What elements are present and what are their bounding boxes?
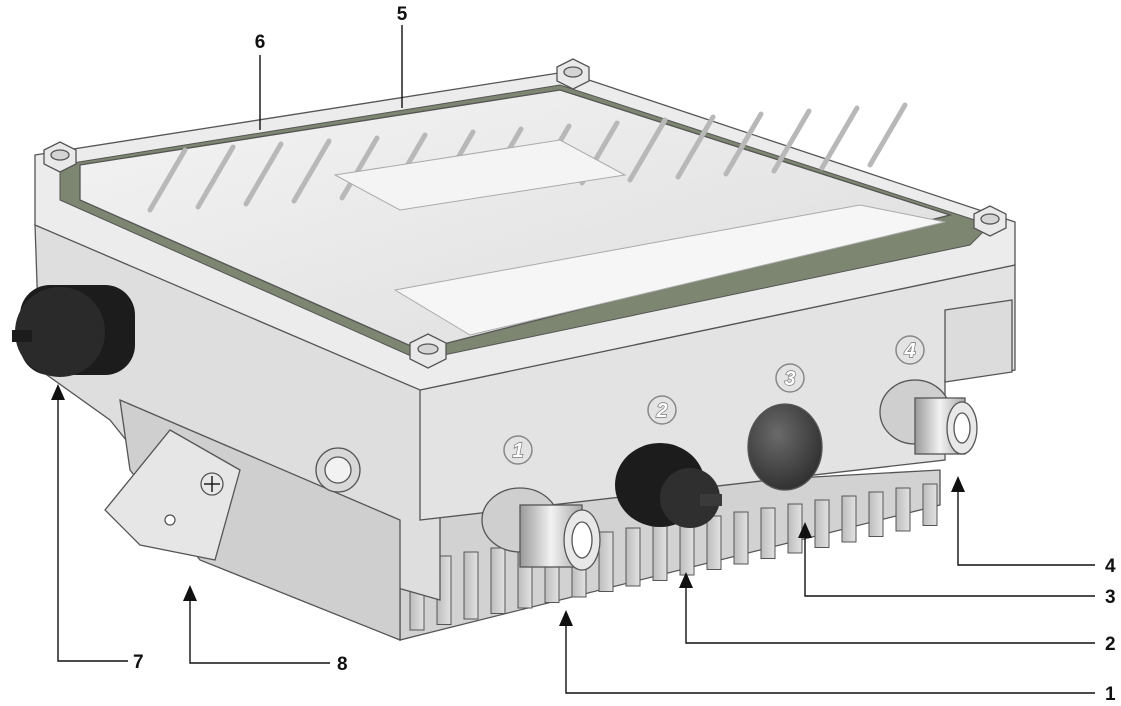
lid-rib [867, 102, 908, 168]
lid-label-area-front [393, 204, 946, 336]
heat-sink-fin [814, 499, 830, 548]
port-label-1: 1 [512, 440, 523, 462]
callout-5: 5 [397, 4, 408, 108]
callout-7: 7 [51, 384, 144, 673]
callout-label-6: 6 [255, 32, 266, 53]
lid-rib [819, 105, 860, 171]
heat-sink-fin [868, 491, 884, 537]
mounting-bracket-right [944, 299, 1013, 383]
callout-label-5: 5 [397, 4, 408, 25]
lid-rib [147, 147, 188, 213]
callout-label-4: 4 [1105, 556, 1116, 577]
heat-sink-fin [652, 523, 668, 581]
lid-rib [339, 135, 380, 201]
heat-sink-fin [895, 487, 911, 532]
heat-sink-fin [463, 551, 479, 620]
callout-3: 3 [798, 522, 1116, 608]
callout-1: 1 [559, 610, 1116, 705]
callout-8: 8 [183, 585, 348, 675]
heat-sink-fin [787, 503, 803, 554]
callout-6: 6 [255, 32, 266, 130]
port-labels: 1 2 3 4 [503, 335, 925, 465]
callout-label-3: 3 [1105, 587, 1116, 608]
mounting-bracket-left [104, 429, 241, 561]
heat-sink-fin [922, 483, 938, 526]
lid-rib [291, 138, 332, 204]
heat-sink-fin [760, 507, 776, 559]
callouts: 5 6 7 8 1 2 [51, 4, 1116, 705]
port-3-cap [747, 403, 823, 491]
callout-4: 4 [951, 476, 1116, 577]
grounding-screw [200, 472, 224, 496]
side-port [315, 447, 361, 493]
callout-label-1: 1 [1105, 684, 1116, 705]
heat-sink-fin [706, 515, 722, 570]
port-label-4: 4 [903, 340, 915, 362]
lid-label-area-rear [333, 139, 627, 211]
lid-bolts [43, 58, 1007, 369]
lid-rib [195, 144, 236, 210]
heat-sink-fin [598, 531, 614, 592]
port-4-connector [879, 379, 978, 455]
lid-rib [723, 111, 764, 177]
power-connector [12, 285, 135, 377]
callout-label-8: 8 [337, 654, 348, 675]
lid-rib [243, 141, 284, 207]
heat-sink-fin [733, 511, 749, 565]
heat-sink-fin [625, 527, 641, 587]
port-2-cable-gland [615, 443, 722, 528]
callout-label-7: 7 [133, 652, 144, 673]
callout-2: 2 [679, 572, 1116, 655]
callout-label-2: 2 [1105, 634, 1116, 655]
lid-rib [627, 117, 668, 183]
lid-rib [675, 114, 716, 180]
heat-sink-fin [679, 519, 695, 576]
lid-rib [771, 108, 812, 174]
port-label-3: 3 [784, 368, 795, 390]
port-label-2: 2 [655, 400, 667, 422]
heat-sink-fin [490, 547, 506, 614]
port-1-connector [481, 487, 601, 571]
heat-sink-fin [841, 495, 857, 543]
